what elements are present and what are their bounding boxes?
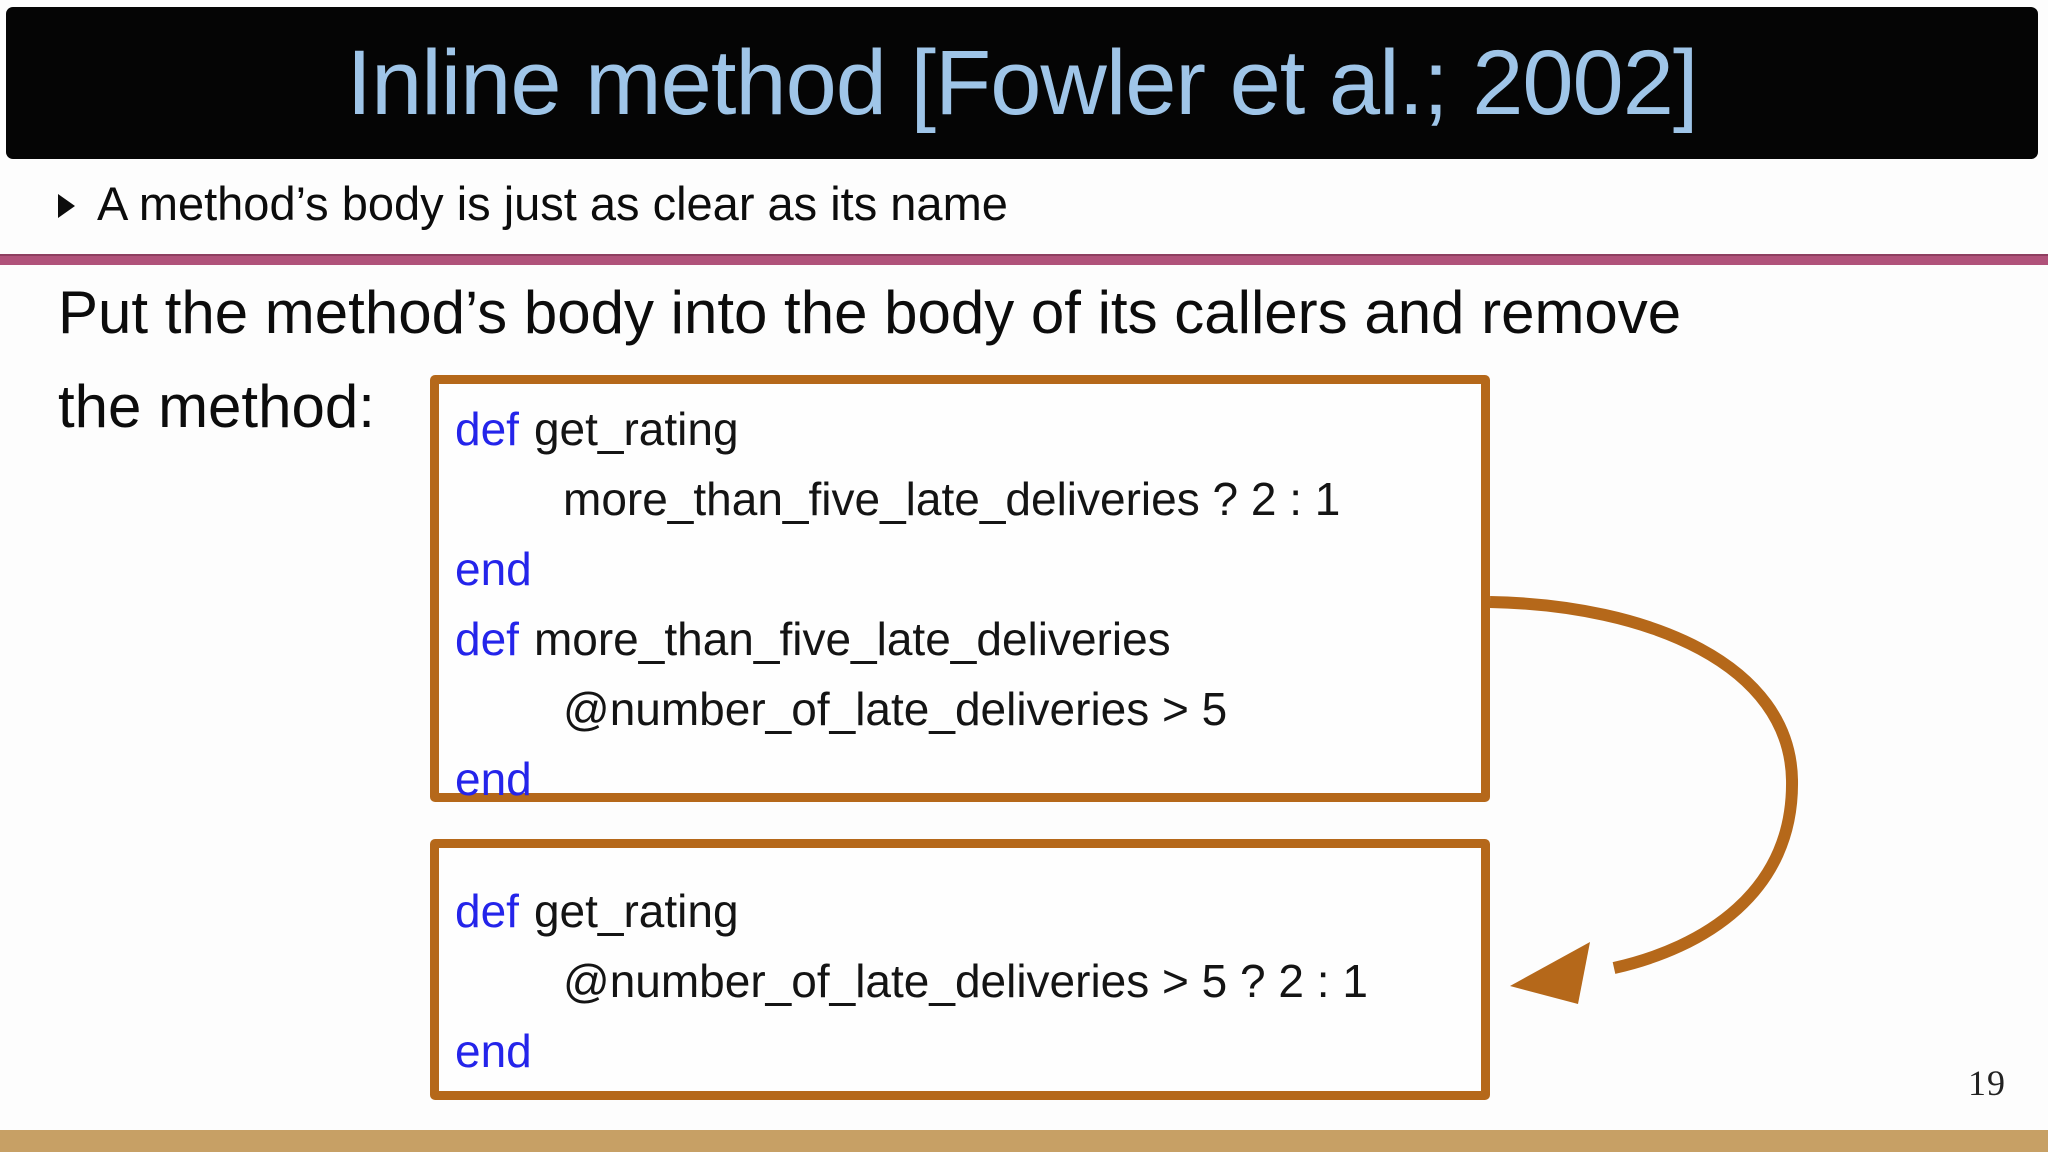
code-line: def get_rating [455,394,1471,464]
keyword-end: end [455,753,532,805]
keyword-def: def [455,403,519,455]
bullet-text: A method’s body is just as clear as its … [97,177,1008,230]
code-line: end [455,534,1471,604]
title-bar: Inline method [Fowler et al.; 2002] [6,7,2038,159]
page-number: 19 [1968,1063,2006,1103]
code-box-before-refactoring: def get_rating more_than_five_late_delive… [430,375,1490,805]
code-line: more_than_five_late_deliveries ? 2 : 1 [563,473,1341,525]
page-title: Inline method [Fowler et al.; 2002] [346,31,1699,134]
code-line: @number_of_late_deliveries > 5 [563,683,1228,735]
code-line: def get_rating [455,876,1471,946]
code-line: end [455,744,1471,814]
triangle-bullet-icon [58,193,75,218]
keyword-def: def [455,885,519,937]
method-name: get_rating [533,403,739,455]
paragraph-line-2: the method: [58,373,375,440]
keyword-end: end [455,543,532,595]
bullet-item: A method’s body is just as clear as its … [58,176,1958,231]
paragraph-line-1: Put the method’s body into the body of i… [58,279,1682,346]
code-box-after-refactoring: def get_rating @number_of_late_deliveries… [430,839,1490,1100]
keyword-end: end [455,1025,532,1077]
divider-line [0,254,2048,265]
code-line: def more_than_five_late_deliveries [455,604,1471,674]
code-line: @number_of_late_deliveries > 5 ? 2 : 1 [563,955,1368,1007]
code-line: end [455,1016,1471,1086]
keyword-def: def [455,613,519,665]
method-name: more_than_five_late_deliveries [533,613,1171,665]
bottom-bar [0,1130,2048,1152]
method-name: get_rating [533,885,739,937]
